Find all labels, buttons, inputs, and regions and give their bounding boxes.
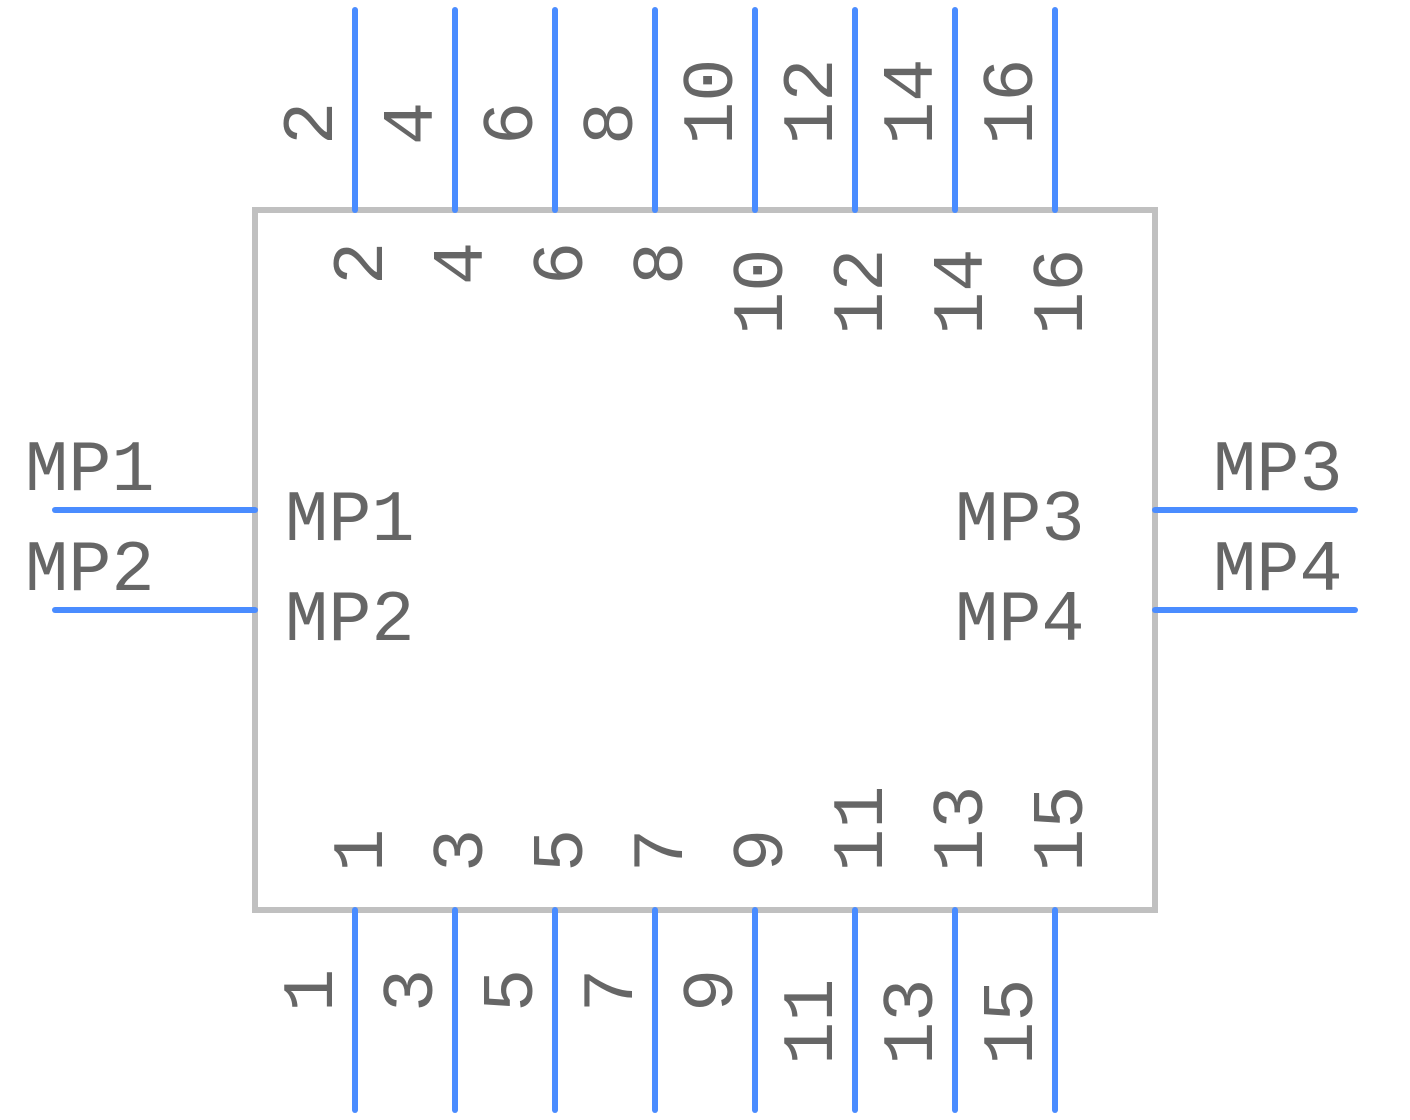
top-pin[interactable]: 2 2 <box>272 7 404 285</box>
right-pin[interactable]: MP4 MP4 <box>955 530 1358 662</box>
pin-name-inner: MP1 <box>285 480 415 562</box>
pin-number-outer: 11 <box>772 979 854 1065</box>
right-pin[interactable]: MP3 MP3 <box>955 430 1358 562</box>
left-pin[interactable]: MP2 MP2 <box>25 530 415 662</box>
pin-number-outer: 13 <box>872 979 954 1065</box>
pin-name-outer: MP3 <box>1213 430 1343 512</box>
pin-number-inner: 9 <box>722 829 804 872</box>
pin-number-outer: 10 <box>672 59 754 145</box>
pin-number-inner: 15 <box>1022 786 1104 872</box>
pin-number-inner: 3 <box>422 829 504 872</box>
pin-number-inner: 2 <box>322 242 404 285</box>
pin-number-outer: 9 <box>672 969 754 1012</box>
bottom-pin[interactable]: 11 11 <box>772 786 904 1113</box>
pin-number-inner: 1 <box>322 829 404 872</box>
bottom-pin[interactable]: 15 15 <box>972 786 1104 1113</box>
pin-number-inner: 14 <box>922 249 1004 335</box>
pin-number-outer: 4 <box>372 102 454 145</box>
pin-number-inner: 16 <box>1022 249 1104 335</box>
bottom-pin-group: 1 1 3 3 5 5 7 7 9 9 11 11 <box>272 786 1104 1113</box>
top-pin[interactable]: 10 10 <box>672 7 804 335</box>
component-body <box>252 207 1158 913</box>
bottom-pin[interactable]: 1 1 <box>272 829 404 1113</box>
pin-number-inner: 8 <box>622 242 704 285</box>
bottom-pin[interactable]: 5 5 <box>472 829 604 1113</box>
pin-name-outer: MP2 <box>25 530 155 612</box>
pin-number-inner: 10 <box>722 249 804 335</box>
bottom-pin[interactable]: 7 7 <box>572 829 704 1113</box>
top-pin[interactable]: 8 8 <box>572 7 704 285</box>
top-pin[interactable]: 6 6 <box>472 7 604 285</box>
pin-number-inner: 11 <box>822 786 904 872</box>
pin-name-outer: MP1 <box>25 430 155 512</box>
top-pin[interactable]: 12 12 <box>772 7 904 335</box>
pin-number-outer: 5 <box>472 969 554 1012</box>
pin-name-inner: MP3 <box>955 480 1085 562</box>
pin-number-inner: 5 <box>522 829 604 872</box>
top-pin[interactable]: 14 14 <box>872 7 1004 335</box>
top-pin[interactable]: 16 16 <box>972 7 1104 335</box>
pin-number-outer: 14 <box>872 59 954 145</box>
top-pin-group: 2 2 4 4 6 6 8 8 10 10 12 12 <box>272 7 1104 335</box>
pin-number-outer: 1 <box>272 969 354 1012</box>
right-pin-group: MP3 MP3 MP4 MP4 <box>955 430 1358 662</box>
pin-name-inner: MP4 <box>955 580 1085 662</box>
bottom-pin[interactable]: 13 13 <box>872 786 1004 1113</box>
pin-number-outer: 8 <box>572 102 654 145</box>
pin-number-inner: 12 <box>822 249 904 335</box>
left-pin-group: MP1 MP1 MP2 MP2 <box>25 430 415 662</box>
pin-number-outer: 12 <box>772 59 854 145</box>
top-pin[interactable]: 4 4 <box>372 7 504 285</box>
left-pin[interactable]: MP1 MP1 <box>25 430 415 562</box>
pin-name-outer: MP4 <box>1213 530 1343 612</box>
pin-number-outer: 2 <box>272 102 354 145</box>
pin-number-outer: 3 <box>372 969 454 1012</box>
pin-number-inner: 7 <box>622 829 704 872</box>
bottom-pin[interactable]: 3 3 <box>372 829 504 1113</box>
pin-number-inner: 13 <box>922 786 1004 872</box>
pin-number-outer: 15 <box>972 979 1054 1065</box>
pin-number-outer: 16 <box>972 59 1054 145</box>
pin-name-inner: MP2 <box>285 580 415 662</box>
pin-number-outer: 6 <box>472 102 554 145</box>
pin-number-outer: 7 <box>572 969 654 1012</box>
bottom-pin[interactable]: 9 9 <box>672 829 804 1113</box>
pin-number-inner: 6 <box>522 242 604 285</box>
pin-number-inner: 4 <box>422 242 504 285</box>
